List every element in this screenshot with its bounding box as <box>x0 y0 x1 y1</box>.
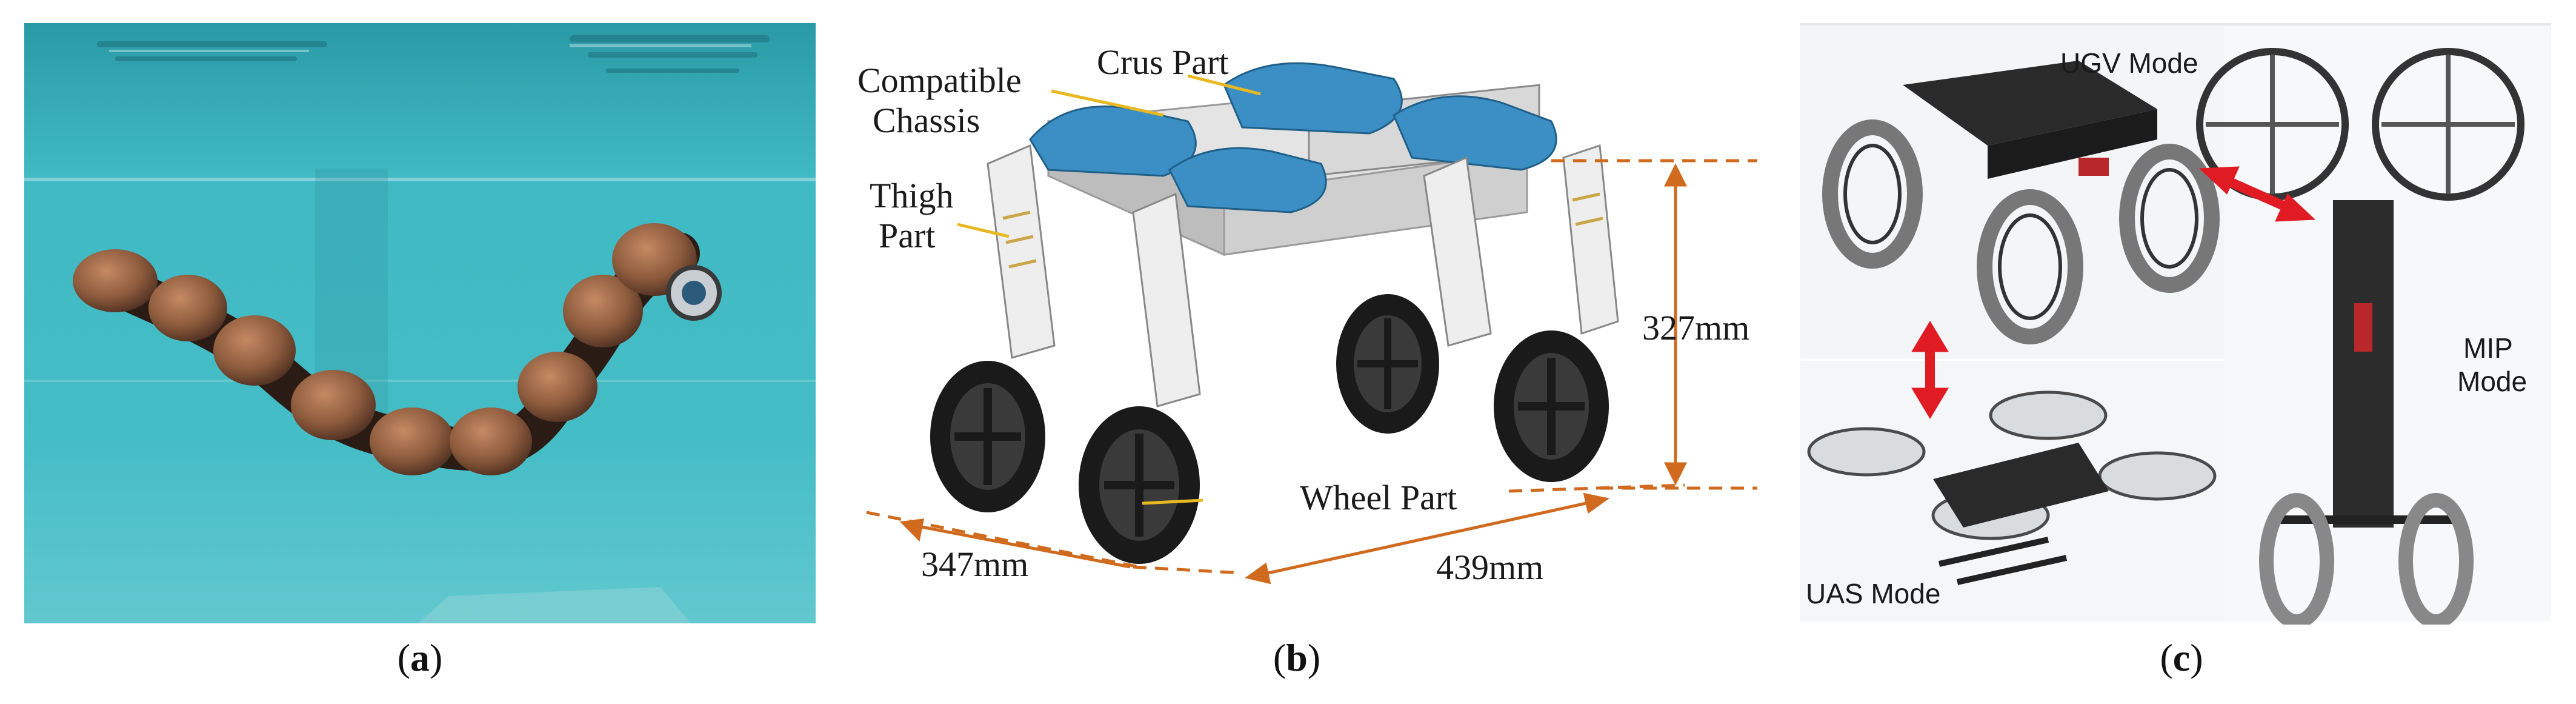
panel-a-underwater-snake-robot <box>24 23 816 623</box>
label-wheel-part: Wheel Part <box>1300 478 1457 517</box>
wheel-legged-robot-diagram: Compatible Chassis Crus Part Thigh Part … <box>857 42 1757 587</box>
panel-b-wheel-legged-robot: Compatible Chassis Crus Part Thigh Part … <box>848 18 1782 625</box>
label-thigh-part-line2: Part <box>879 216 935 255</box>
label-compatible-chassis-line1: Compatible <box>857 61 1022 100</box>
label-uas-mode: UAS Mode <box>1806 578 1940 609</box>
dimension-lines <box>866 159 1757 585</box>
crus-plates <box>1029 62 1557 213</box>
ugv-robot <box>1822 61 2220 344</box>
dimension-width: 347mm <box>921 545 1028 584</box>
wheels <box>930 294 1609 564</box>
leader-lines <box>957 74 1261 505</box>
label-mip-mode-line2: Mode <box>2457 366 2527 397</box>
dimension-length: 439mm <box>1436 548 1543 587</box>
uas-robot <box>1807 391 2217 585</box>
label-thigh-part-line1: Thigh <box>870 176 954 215</box>
mip-robot <box>2196 48 2524 625</box>
mode-transition-arrows <box>1911 166 2316 419</box>
thigh-parts <box>987 144 1619 407</box>
label-crus-part: Crus Part <box>1097 42 1229 82</box>
label-compatible-chassis-line2: Chassis <box>873 101 980 140</box>
caption-b: (b) <box>1273 636 1321 679</box>
dimension-height: 327mm <box>1642 308 1749 347</box>
label-ugv-mode: UGV Mode <box>2060 47 2198 79</box>
snake-robot-illustration <box>24 23 816 623</box>
multimodal-robot-illustration: UGV Mode UAS Mode <box>1800 23 2551 625</box>
caption-c: (c) <box>2160 636 2203 679</box>
panel-c-multimodal-robot: UGV Mode UAS Mode <box>1794 18 2557 625</box>
caption-a: (a) <box>397 636 443 679</box>
label-mip-mode-line1: MIP <box>2463 332 2513 364</box>
